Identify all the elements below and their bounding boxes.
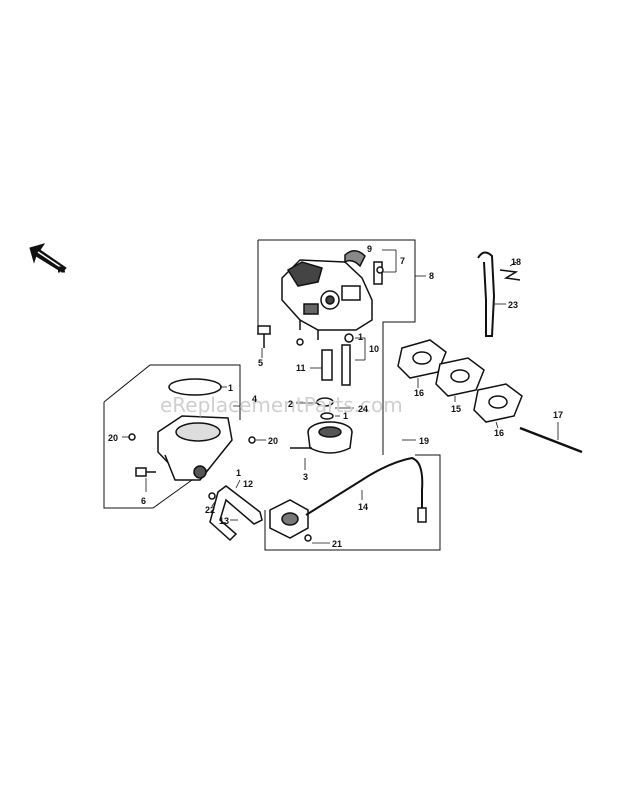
callout-2: 2 — [288, 399, 293, 409]
callout-1b: 1 — [358, 332, 363, 342]
air-intake-elbow — [157, 378, 233, 481]
callout-22: 22 — [205, 505, 215, 515]
leader-lines — [122, 249, 559, 544]
callout-7: 7 — [400, 256, 405, 266]
callout-20a: 20 — [108, 433, 118, 443]
svg-text:R.: R. — [58, 267, 65, 274]
callout-11: 11 — [296, 363, 306, 373]
assembly-boundary — [103, 239, 441, 551]
callout-8: 8 — [429, 271, 434, 281]
callout-16a: 16 — [414, 388, 424, 398]
insulator-gaskets — [397, 339, 523, 423]
callout-20b: 20 — [268, 436, 278, 446]
callout-9: 9 — [367, 244, 372, 254]
callout-12: 12 — [243, 479, 253, 489]
callout-19: 19 — [419, 436, 429, 446]
drain-tube — [209, 485, 263, 542]
callout-14: 14 — [358, 502, 368, 512]
callout-1c: 1 — [343, 411, 348, 421]
callout-5: 5 — [258, 358, 263, 368]
callout-4: 4 — [252, 394, 257, 404]
callout-21: 21 — [332, 539, 342, 549]
callout-1d: 1 — [236, 468, 241, 478]
float-bowl — [290, 421, 353, 454]
callout-15: 15 — [451, 404, 461, 414]
callout-numbers: 1 4 5 6 20 20 9 7 8 1 10 11 2 1 24 3 16 … — [108, 244, 563, 549]
callout-17: 17 — [553, 410, 563, 420]
callout-16b: 16 — [494, 428, 504, 438]
callout-23: 23 — [508, 300, 518, 310]
fuel-cut-solenoid — [269, 456, 427, 539]
callout-24: 24 — [358, 404, 368, 414]
callout-1: 1 — [228, 383, 233, 393]
stud-bolt — [519, 426, 583, 454]
callout-3: 3 — [303, 472, 308, 482]
callout-13: 13 — [219, 516, 229, 526]
callout-6: 6 — [141, 496, 146, 506]
breather-tube — [477, 251, 496, 337]
callout-18: 18 — [511, 257, 521, 267]
jet-parts — [316, 333, 354, 420]
callout-10: 10 — [369, 344, 379, 354]
watermark-text: eReplacementParts.com — [160, 393, 403, 417]
clip-part — [499, 269, 521, 281]
carburetor-body — [281, 250, 383, 340]
direction-arrow-icon: R. — [29, 243, 67, 275]
